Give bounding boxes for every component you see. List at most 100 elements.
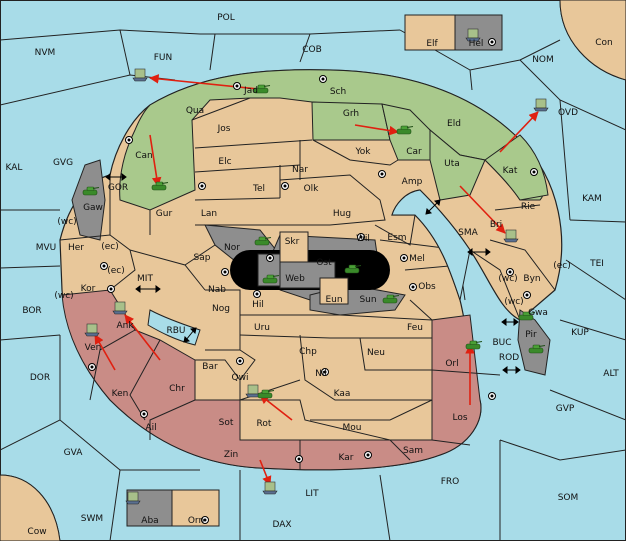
fleet-unit[interactable]: [262, 481, 278, 495]
province-label: Olk: [304, 184, 320, 194]
sea-label: BUC: [492, 338, 511, 348]
sea-label: GVG: [53, 158, 73, 168]
fleet-unit[interactable]: [132, 68, 148, 82]
province-label: Orn: [188, 516, 204, 526]
province-label: Chp: [299, 347, 317, 357]
fleet-unit[interactable]: [125, 491, 141, 505]
province-label: Zin: [224, 450, 238, 460]
sea-label: GVP: [556, 404, 575, 414]
region-green: [119, 69, 545, 211]
province-label: Wil: [356, 234, 370, 244]
province-label: Gaw: [83, 203, 103, 213]
sea-label: POL: [217, 13, 235, 23]
province-label: Tel: [252, 184, 265, 194]
province-label: Bar: [202, 362, 218, 372]
province-con[interactable]: [559, 0, 626, 81]
province-label: Amp: [402, 177, 423, 187]
province-label: Pir: [525, 330, 537, 340]
province-label: Nar: [292, 165, 308, 175]
province-orn[interactable]: [171, 489, 220, 527]
sea-label: KAM: [582, 194, 602, 204]
province-skr[interactable]: [279, 231, 309, 263]
province-label: Bri: [490, 220, 502, 230]
province-label: Qua: [186, 106, 204, 116]
province-label: Mel: [409, 254, 425, 264]
coast-labels: (wc) (ec) (ec) (wc) (wc) (ec) (wc): [54, 217, 570, 307]
sea-label: SMA: [458, 228, 478, 238]
province-uta[interactable]: [429, 128, 486, 201]
province-label: Mou: [343, 423, 362, 433]
province-label: Gur: [156, 209, 173, 219]
fleet-unit[interactable]: [112, 301, 128, 315]
province-pir[interactable]: [517, 309, 551, 376]
sea-sma-inlet: [391, 189, 471, 302]
province-elf[interactable]: [404, 14, 456, 51]
province-gaw[interactable]: [71, 159, 106, 241]
sea-label: Con: [595, 38, 613, 48]
fleet-unit[interactable]: [533, 98, 549, 112]
province-label: Orl: [445, 359, 458, 369]
coast-label: (wc): [504, 297, 523, 307]
province-label: Kar: [339, 453, 354, 463]
province-label: Ven: [85, 343, 102, 353]
province-label: Kaa: [334, 389, 351, 399]
province-label: Elf: [426, 39, 438, 49]
sea-rbu-inlet: [147, 309, 201, 346]
province-label: Ank: [116, 321, 134, 331]
province-label: Los: [452, 413, 467, 423]
province-labels: Jad Sch Qua Grh Jos Eld Can Car Elc Yok …: [68, 39, 548, 526]
province-label: Skr: [285, 237, 300, 247]
sea-label: SWM: [81, 514, 103, 524]
sea-label: KUP: [571, 328, 589, 338]
province-label: Nil: [315, 369, 327, 379]
sea-label: GOR: [108, 183, 128, 193]
province-label: Yok: [354, 147, 371, 157]
province-label: Sun: [359, 295, 376, 305]
province-label: Esm: [387, 233, 406, 243]
province-label: Feu: [407, 323, 423, 333]
coast-label: (wc): [498, 274, 517, 284]
province-label: Elc: [218, 157, 231, 167]
province-label: Gwa: [528, 308, 548, 318]
sea-label: RBU: [166, 326, 185, 336]
province-borders: [59, 97, 556, 470]
sea-label: SOM: [558, 493, 579, 503]
province-label: Rie: [521, 202, 536, 212]
province-label: Obs: [418, 282, 436, 292]
sea-label: OVD: [558, 108, 578, 118]
coast-label: (ec): [101, 242, 119, 252]
sea-label: MIT: [137, 274, 153, 284]
sea-label: ROD: [499, 353, 519, 363]
coast-label: (wc): [54, 291, 73, 301]
province-label: Car: [406, 147, 422, 157]
sea-label: COB: [302, 45, 322, 55]
province-label: Hug: [333, 209, 351, 219]
province-label: Rot: [257, 419, 272, 429]
fleet-unit[interactable]: [503, 229, 519, 243]
sea-label: NVM: [35, 48, 56, 58]
province-grh[interactable]: [311, 101, 391, 141]
sea-label: FUN: [154, 53, 173, 63]
province-label: Sot: [219, 418, 234, 428]
province-label: Sap: [194, 253, 211, 263]
province-label: Lan: [201, 209, 217, 219]
province-label: Jad: [243, 86, 258, 96]
province-label: Sch: [330, 87, 346, 97]
province-label: Eun: [325, 295, 342, 305]
coast-label: (wc): [57, 217, 76, 227]
sea-label: NOM: [532, 55, 554, 65]
province-label: Her: [68, 243, 84, 253]
province-label: Uru: [254, 323, 270, 333]
province-label: Neu: [367, 348, 385, 358]
move-arrows: [94, 74, 539, 486]
sea-label: FRO: [441, 477, 460, 487]
province-label: Eld: [447, 119, 461, 129]
province-label: Uta: [444, 159, 460, 169]
province-label: Kor: [81, 284, 96, 294]
sea-label: DOR: [30, 373, 50, 383]
province-eun[interactable]: [319, 277, 349, 305]
province-label: Chr: [169, 384, 185, 394]
fleet-unit[interactable]: [84, 323, 100, 337]
province-label: Nor: [224, 243, 240, 253]
